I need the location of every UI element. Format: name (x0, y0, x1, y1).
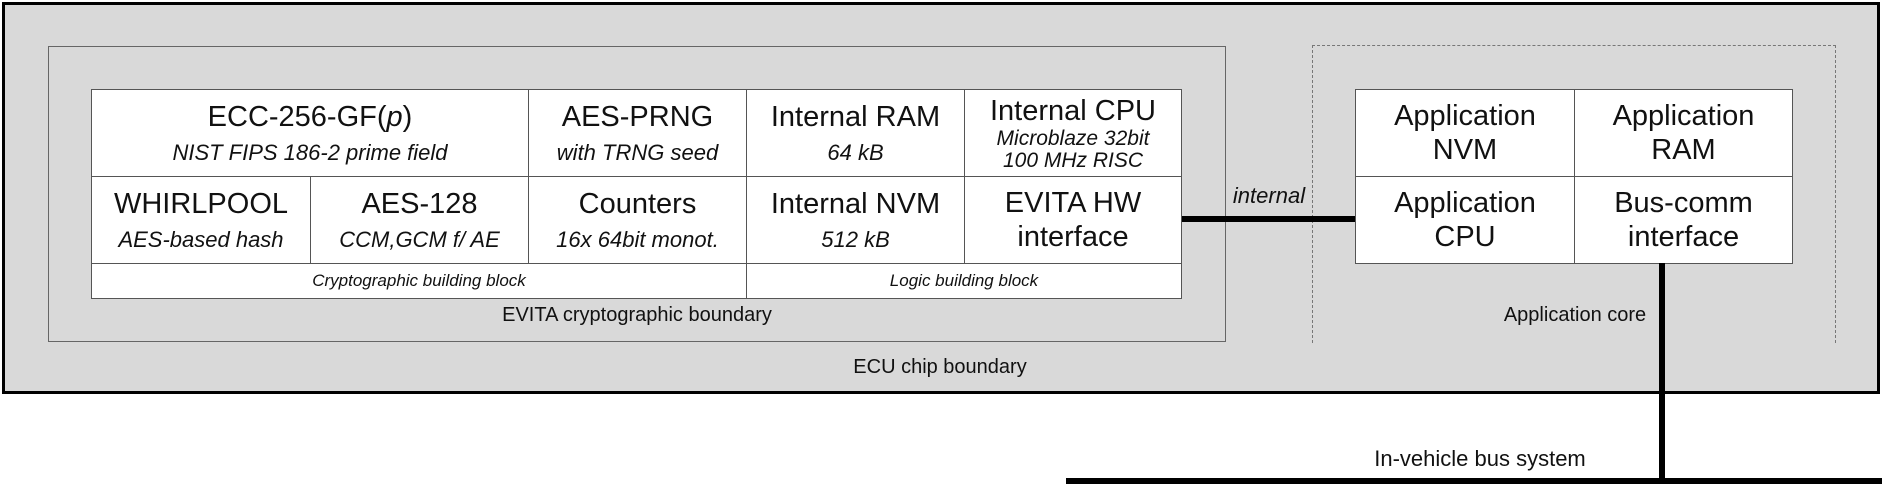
crypto-group-label: Cryptographic building block (312, 271, 526, 290)
in-vehicle-bus-label: In-vehicle bus system (1374, 446, 1586, 471)
internal-cpu-subtitle-2: 100 MHz RISC (1002, 149, 1144, 172)
ecc-subtitle: NIST FIPS 186-2 prime field (172, 140, 448, 165)
bus-connection-line (1659, 263, 1665, 483)
logic-building-block-group: Logic building block (746, 263, 1182, 299)
ecc-title-variable: p (386, 101, 403, 133)
internal-link-label: internal (1232, 183, 1306, 208)
evita-cryptographic-boundary (48, 46, 1226, 342)
internal-nvm-subtitle: 512 kB (821, 227, 890, 252)
internal-link-line (1182, 216, 1355, 222)
aes-prng-block: AES-PRNG with TRNG seed (528, 89, 747, 177)
internal-nvm-block: Internal NVM 512 kB (746, 176, 965, 264)
aes-prng-subtitle: with TRNG seed (556, 140, 719, 165)
logic-group-label: Logic building block (889, 271, 1039, 290)
evita-hw-line1: EVITA HW (1004, 187, 1142, 219)
application-core-label: Application core (1503, 304, 1647, 326)
aes-prng-title: AES-PRNG (561, 101, 714, 133)
crypto-building-block-group: Cryptographic building block (91, 263, 747, 299)
evita-hw-interface-block: EVITA HW interface (964, 176, 1182, 264)
application-core-boundary (1312, 45, 1836, 343)
internal-ram-title: Internal RAM (770, 101, 941, 133)
ecu-chip-boundary-label: ECU chip boundary (853, 356, 1027, 378)
whirlpool-block: WHIRLPOOL AES-based hash (91, 176, 311, 264)
app-cpu-line1: Application (1394, 187, 1536, 219)
internal-cpu-title: Internal CPU (989, 95, 1156, 127)
internal-ram-subtitle: 64 kB (827, 140, 884, 165)
bus-comm-line2: interface (1627, 221, 1740, 253)
ecc-title-suffix: ) (402, 101, 413, 133)
internal-cpu-block: Internal CPU Microblaze 32bit 100 MHz RI… (964, 89, 1182, 177)
internal-ram-block: Internal RAM 64 kB (746, 89, 965, 177)
counters-subtitle: 16x 64bit monot. (556, 227, 719, 252)
in-vehicle-bus-line (1066, 478, 1882, 484)
aes-128-subtitle: CCM,GCM f/ AE (339, 227, 500, 252)
aes-128-block: AES-128 CCM,GCM f/ AE (310, 176, 529, 264)
whirlpool-title: WHIRLPOOL (113, 188, 289, 220)
bus-comm-interface-block: Bus-comm interface (1574, 176, 1793, 264)
aes-128-title: AES-128 (361, 188, 478, 220)
application-cpu-block: Application CPU (1355, 176, 1575, 264)
bus-comm-line1: Bus-comm (1614, 187, 1753, 219)
app-nvm-line1: Application (1394, 100, 1536, 132)
application-ram-block: Application RAM (1574, 89, 1793, 177)
counters-title: Counters (578, 188, 697, 220)
whirlpool-subtitle: AES-based hash (118, 227, 284, 252)
app-ram-line2: RAM (1651, 134, 1716, 166)
evita-boundary-label: EVITA cryptographic boundary (502, 304, 772, 326)
application-nvm-block: Application NVM (1355, 89, 1575, 177)
counters-block: Counters 16x 64bit monot. (528, 176, 747, 264)
app-ram-line1: Application (1612, 100, 1755, 132)
app-cpu-line2: CPU (1434, 221, 1496, 253)
ecc-256-block: ECC-256-GF(p) NIST FIPS 186-2 prime fiel… (91, 89, 529, 177)
internal-nvm-title: Internal NVM (770, 188, 941, 220)
ecc-title-prefix: ECC-256-GF( (207, 101, 387, 133)
app-nvm-line2: NVM (1432, 134, 1498, 166)
evita-hw-line2: interface (1017, 221, 1129, 253)
internal-cpu-subtitle-1: Microblaze 32bit (996, 127, 1150, 150)
